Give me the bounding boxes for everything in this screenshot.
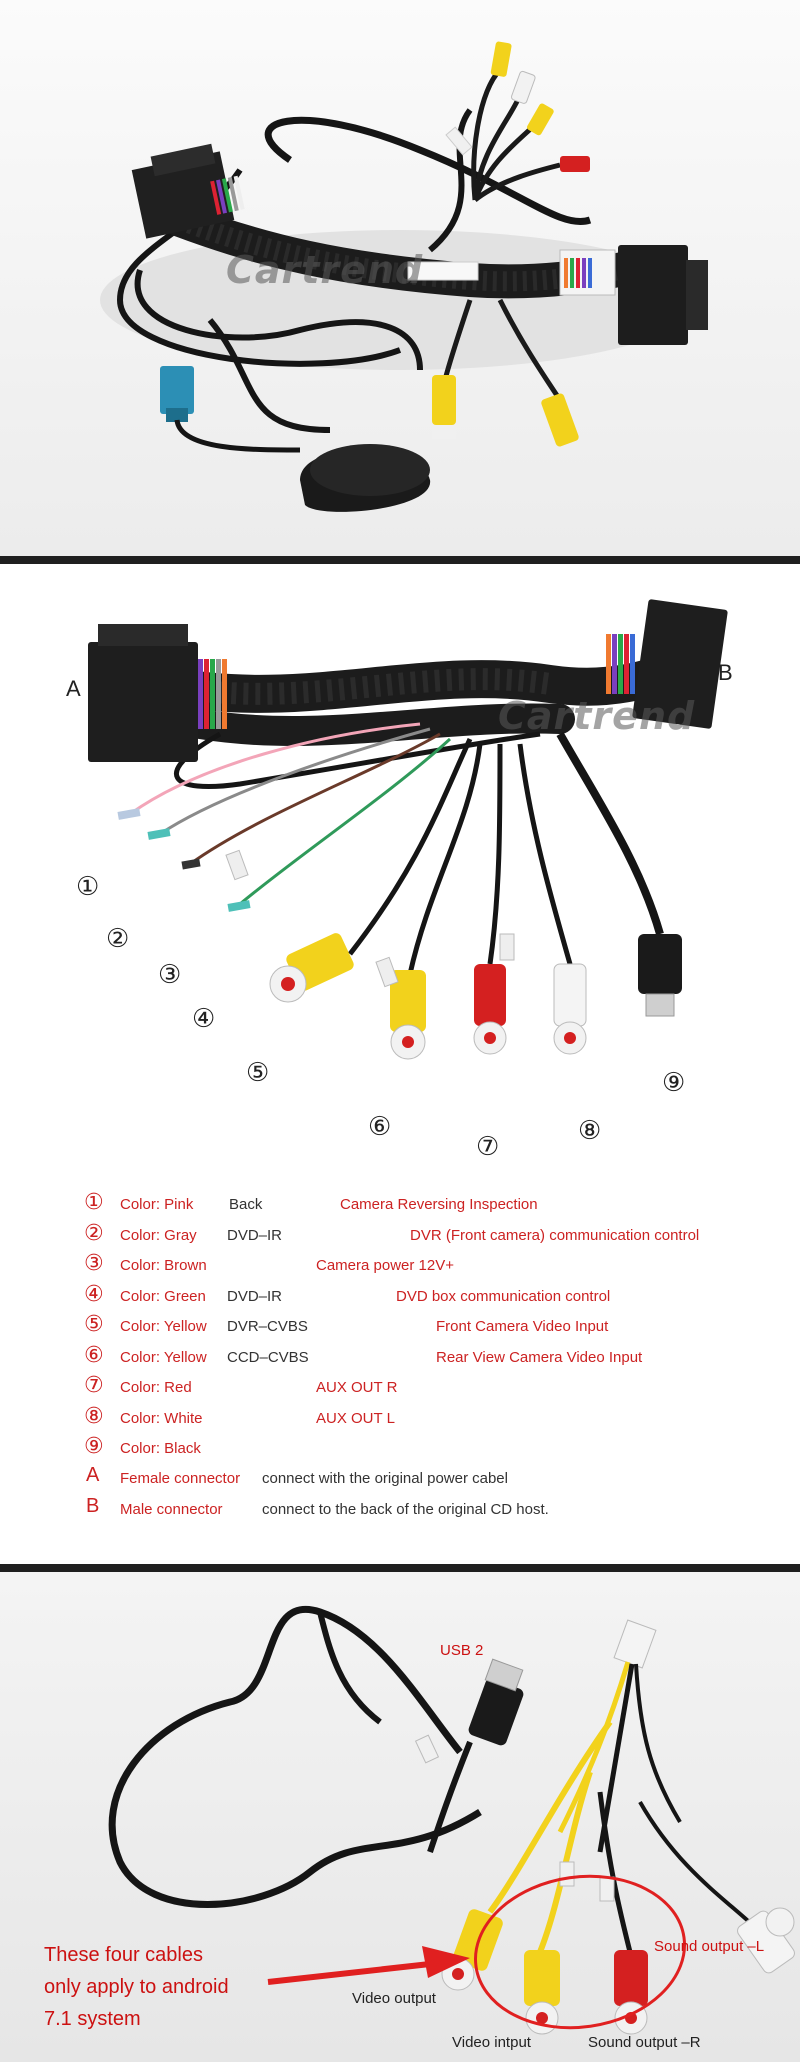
legend-color: Color: Yellow (120, 1349, 207, 1366)
legend-color: Color: Black (120, 1440, 201, 1457)
legend-code: connect to the back of the original CD h… (262, 1501, 549, 1518)
harness-overview-illustration (100, 41, 708, 512)
callout-2: ② (106, 924, 130, 954)
rca-plug-8 (553, 963, 587, 1055)
legend-function: DVR (Front camera) communication control (410, 1227, 700, 1244)
bottom-rca-pair (432, 298, 579, 447)
callout-9: ⑨ (662, 1068, 686, 1098)
callout-7: ⑦ (476, 1132, 500, 1162)
legend-code: DVR–CVBS (227, 1318, 308, 1335)
callout-1: ① (76, 872, 100, 902)
legend-function: DVD box communication control (396, 1288, 611, 1305)
rca-plug-6 (390, 970, 426, 1060)
legend-color: Color: Brown (120, 1257, 207, 1274)
legend-num: ⑦ (84, 1373, 104, 1398)
callout-5: ⑤ (246, 1058, 270, 1088)
legend-color: Color: Pink (120, 1196, 194, 1213)
rca-plug-7 (473, 964, 507, 1055)
legend-code: Back (229, 1196, 263, 1213)
rca-sound-output-r (614, 1950, 648, 2035)
usb-2-label: USB 2 (440, 1642, 484, 1659)
callout-4: ④ (192, 1004, 216, 1034)
sound-output-l-label: Sound output –L (654, 1938, 765, 1955)
legend-color: Female connector (120, 1470, 241, 1487)
section-divider (0, 1564, 800, 1572)
legend-function: Camera Reversing Inspection (340, 1196, 538, 1213)
callout-3: ③ (158, 960, 182, 990)
legend-color: Color: White (120, 1410, 203, 1427)
highlight-ellipse (473, 1874, 687, 2030)
legend-num: ⑥ (84, 1343, 104, 1368)
right-power-connector (559, 245, 708, 345)
watermark: Cartrend (226, 248, 424, 292)
legend-function: Rear View Camera Video Input (436, 1349, 643, 1366)
wiring-diagram-section: Cartrend A B ① ② ③ ④ ⑤ ⑥ ⑦ ⑧ ⑨ ① Color: … (0, 564, 800, 1564)
top-rca-cluster (471, 41, 590, 202)
usb-2-plug (427, 1658, 524, 1853)
connector-a-label: A (66, 676, 81, 701)
section-divider (0, 556, 800, 564)
gps-antenna (160, 366, 431, 512)
legend-color: Color: Yellow (120, 1318, 207, 1335)
legend-color: Male connector (120, 1501, 223, 1518)
wiring-diagram-illustration (88, 599, 728, 1060)
legend-num: ③ (84, 1251, 104, 1276)
legend-function: AUX OUT R (316, 1379, 398, 1396)
legend-color: Color: Red (120, 1379, 192, 1396)
callout-8: ⑧ (578, 1116, 602, 1146)
legend-code: DVD–IR (227, 1227, 283, 1244)
legend-function: Camera power 12V+ (316, 1257, 454, 1274)
legend-function: Front Camera Video Input (436, 1318, 609, 1335)
usb-plug-9 (638, 934, 682, 1017)
legend-color: Color: Gray (120, 1227, 197, 1244)
legend-num: ⑧ (84, 1404, 104, 1429)
callout-6: ⑥ (368, 1112, 392, 1142)
legend-function: AUX OUT L (316, 1410, 395, 1427)
connector-b (606, 599, 728, 729)
legend-num: B (86, 1495, 100, 1517)
sound-output-r-label: Sound output –R (588, 2034, 701, 2051)
legend-num: ① (84, 1190, 104, 1215)
connector-a (88, 624, 227, 762)
connector-b-label: B (718, 660, 733, 685)
legend-code: connect with the original power cabel (262, 1470, 508, 1487)
legend-num: A (86, 1464, 100, 1486)
product-photo-harness-overview: Cartrend (0, 0, 800, 556)
legend-color: Color: Green (120, 1288, 206, 1305)
rca-video-output (441, 1909, 503, 1991)
legend-num: ⑤ (84, 1312, 104, 1337)
rca-plug-5 (269, 933, 354, 1003)
left-power-connector (131, 143, 245, 239)
android-note: These four cables only apply to android … (44, 1939, 229, 2035)
watermark: Cartrend (498, 694, 696, 738)
legend-num: ⑨ (84, 1434, 104, 1459)
legend-code: DVD–IR (227, 1288, 283, 1305)
rca-sound-output-l (737, 1907, 795, 1974)
extension-cable-illustration (108, 1606, 795, 2035)
note-line: These four cables (44, 1944, 203, 1966)
note-line: 7.1 system (44, 2008, 141, 2030)
video-input-label: Video intput (452, 2034, 531, 2051)
legend-num: ④ (84, 1282, 104, 1307)
note-line: only apply to android (44, 1976, 229, 1998)
legend-code: CCD–CVBS (227, 1349, 309, 1366)
android-extension-cable-section: USB 2 These four cables only apply to an… (0, 1572, 800, 2062)
pointer-arrow (267, 1961, 431, 1985)
video-output-label: Video output (352, 1990, 436, 2007)
legend-num: ② (84, 1221, 104, 1246)
